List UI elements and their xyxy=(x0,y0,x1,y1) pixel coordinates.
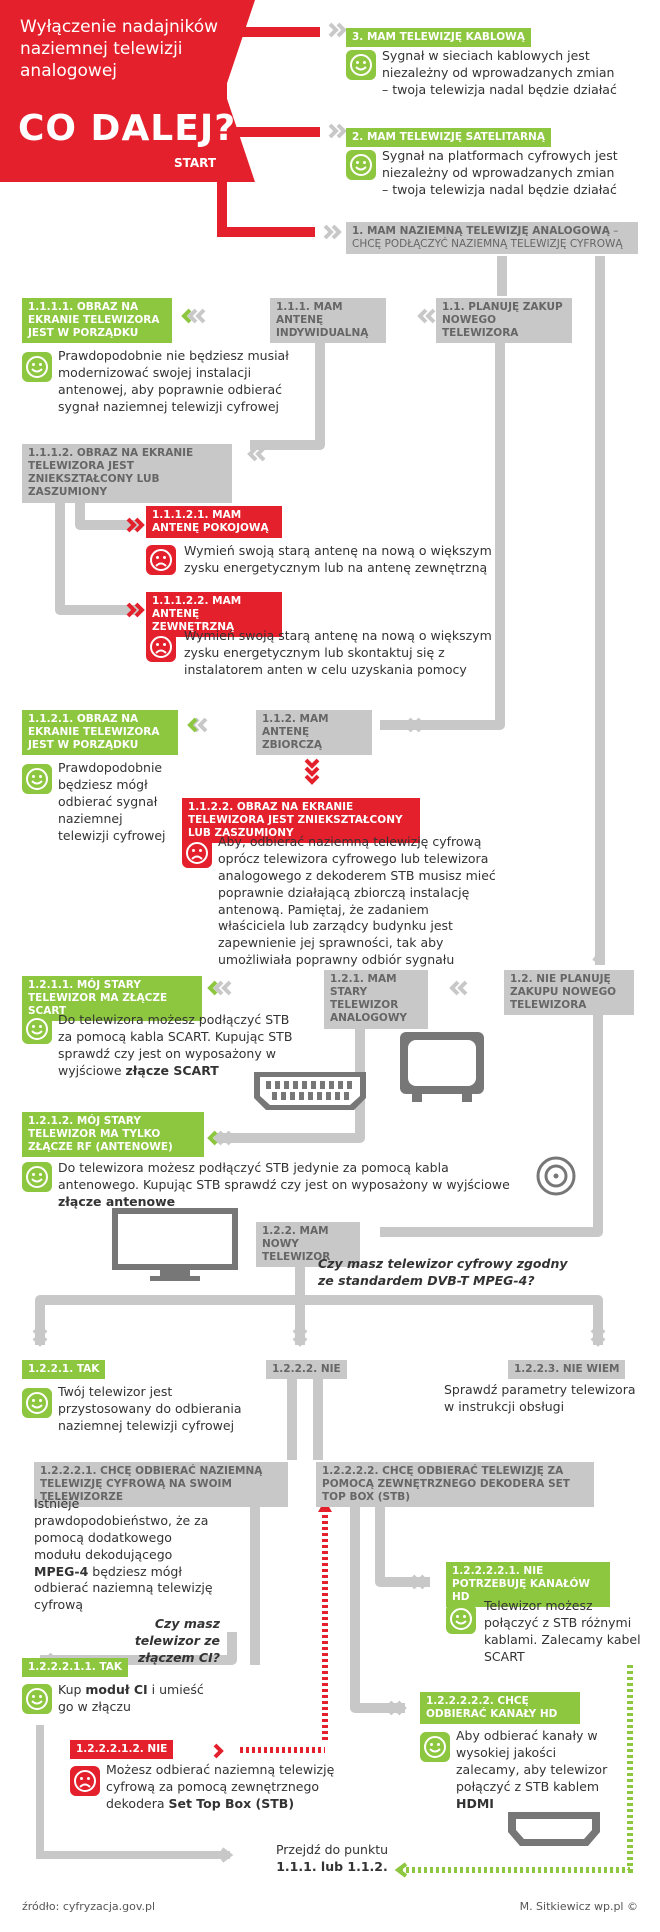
smile-icon xyxy=(22,352,52,382)
node-1-2-2-2-2-2-label: 1.2.2.2.2.2. CHCĘ ODBIERAĆ KANAŁY HD xyxy=(420,1692,580,1725)
node-1-1-2-1-label: 1.1.2.1. OBRAZ NA EKRANIE TELEWIZORA JES… xyxy=(22,710,178,756)
antenna-connector-icon xyxy=(536,1156,576,1196)
node-1-2-2-2-1-text: Istnieje prawdopodobieństwo, że za pomoc… xyxy=(34,1496,220,1614)
goto-text-main: Przejdź do punktu xyxy=(275,1842,389,1857)
node-1-label: 1. MAM NAZIEMNĄ TELEWIZJĘ ANALOGOWĄ – CH… xyxy=(346,222,638,255)
footer-author: M. Sitkiewicz wp.pl © xyxy=(519,1900,638,1913)
node-1-2-2-2-2-2-text: Aby odbierać kanały w wysokiej jakości z… xyxy=(456,1728,616,1812)
node-1-1-1-2-2-text: Wymień swoją starą antenę na nową o więk… xyxy=(184,628,492,677)
smile-icon xyxy=(22,1162,52,1192)
node-1-2-2-2-1-2-text-a: Możesz odbierać naziemną telewizję cyfro… xyxy=(106,1762,335,1811)
node-1-label-cont: – CHCĘ PODŁĄCZYĆ NAZIEMNĄ TELEWIZJĘ CYFR… xyxy=(352,225,623,251)
node-1-2-2-2-2-2-text-main: Aby odbierać kanały w wysokiej jakości z… xyxy=(456,1728,608,1794)
node-1-2-2-2-1-label: 1.2.2.2.1. CHCĘ ODBIERAĆ NAZIEMNĄ TELEWI… xyxy=(34,1462,288,1508)
node-1-2-1-2-text: Do telewizora możesz podłączyć STB jedyn… xyxy=(58,1160,528,1211)
goto-text-bold: 1.1.1. lub 1.1.2. xyxy=(276,1858,388,1874)
node-1-1-1-label: 1.1.1. MAM ANTENĘ INDYWIDUALNĄ xyxy=(270,298,386,344)
node-3-label: 3. MAM TELEWIZJĘ KABLOWĄ xyxy=(346,28,531,48)
sad-icon xyxy=(146,632,176,662)
node-1-2-2-2-2-1-text: Telewizor możesz połączyć z STB różnymi … xyxy=(484,1598,641,1664)
header-start: START xyxy=(174,156,217,170)
node-1-1-2-2-text: Aby, odbierać naziemną telewizję cyfrową… xyxy=(218,834,496,968)
hdmi-connector-icon xyxy=(506,1810,602,1848)
node-1-1-1-1-label: 1.1.1.1. OBRAZ NA EKRANIE TELEWIZORA JES… xyxy=(22,298,172,344)
header-title: Wyłączenie nadajników naziemnej telewizj… xyxy=(20,17,219,82)
smile-icon xyxy=(22,764,52,794)
node-1-2-2-2-1-question: Czy masz telewizor ze złączem CI? xyxy=(134,1616,220,1665)
node-1-2-1-1-text: Do telewizora możesz podłączyć STB za po… xyxy=(58,1012,298,1080)
node-1-2-2-2-1-2-text: Możesz odbierać naziemną telewizję cyfro… xyxy=(106,1762,336,1813)
smile-icon xyxy=(420,1732,450,1762)
footer-source: źródło: cyfryzacja.gov.pl xyxy=(22,1900,156,1913)
node-1-2-2-2-1-1-text-bold: moduł CI xyxy=(85,1682,148,1697)
smile-icon xyxy=(22,1388,52,1418)
question-part-a: Czy masz telewizor cyfrowy zgodny ze xyxy=(318,1256,568,1288)
node-1-2-1-label: 1.2.1. MAM STARY TELEWIZOR ANALOGOWY xyxy=(324,970,428,1029)
smile-icon xyxy=(346,150,376,180)
node-1-1-2-2-label: 1.1.2.2. OBRAZ NA EKRANIE TELEWIZORA JES… xyxy=(182,798,420,844)
question-part-b: standardem DVB-T MPEG-4 xyxy=(338,1272,528,1288)
node-1-1-2-1-text: Prawdopodobnie będziesz mógł odbierać sy… xyxy=(58,760,166,843)
goto-text: Przejdź do punktu 1.1.1. lub 1.1.2. xyxy=(262,1842,402,1876)
node-1-2-2-2-2-1-label: 1.2.2.2.2.1. NIE POTRZEBUJĘ KANAŁÓW HD xyxy=(446,1562,610,1608)
sad-icon xyxy=(182,838,212,868)
node-1-2-2-2-2-label: 1.2.2.2.2. CHCĘ ODBIERAĆ TELEWIZJĘ ZA PO… xyxy=(316,1462,594,1508)
node-2-label: 2. MAM TELEWIZJĘ SATELITARNĄ xyxy=(346,128,551,148)
old-tv-icon xyxy=(398,1030,486,1106)
smile-icon xyxy=(446,1604,476,1634)
node-1-2-2-2-1-1-label: 1.2.2.2.1.1. TAK xyxy=(22,1658,129,1678)
node-1-2-2-2-1-text-a: Istnieje prawdopodobieństwo, że za pomoc… xyxy=(34,1496,209,1562)
scart-connector-icon xyxy=(250,1068,370,1114)
sad-icon xyxy=(146,545,176,575)
node-1-2-1-1-label: 1.2.1.1. MÓJ STARY TELEWIZOR MA ZŁĄCZE S… xyxy=(22,976,202,1022)
node-1-2-2-1-text: Twój telewizor jest przystosowany do odb… xyxy=(58,1384,242,1433)
node-1-2-2-2-1-1-text-a: Kup xyxy=(58,1682,86,1697)
node-1-2-1-2-text-bold: złącze antenowe xyxy=(58,1193,176,1209)
smile-icon xyxy=(22,1684,52,1714)
node-3-text: Sygnał w sieciach kablowych jest niezale… xyxy=(382,48,617,97)
node-1-2-2-2-1-2-label: 1.2.2.2.1.2. NIE xyxy=(70,1740,174,1760)
node-2-text: Sygnał na platformach cyfrowych jest nie… xyxy=(382,148,618,197)
node-1-2-1-2-label: 1.2.1.2. MÓJ STARY TELEWIZOR MA TYLKO ZŁ… xyxy=(22,1112,204,1158)
node-1-1-1-2-1-label: 1.1.1.2.1. MAM ANTENĘ POKOJOWĄ xyxy=(146,506,282,539)
smile-icon xyxy=(346,50,376,80)
node-1-1-2-label: 1.1.2. MAM ANTENĘ ZBIORCZĄ xyxy=(256,710,372,756)
sad-icon xyxy=(70,1766,100,1796)
node-1-1-1-1-text: Prawdopodobnie nie będziesz musiał moder… xyxy=(58,348,289,414)
node-1-2-2-2-1-2-text-bold: Set Top Box (STB) xyxy=(168,1795,295,1811)
smile-icon xyxy=(22,1014,52,1044)
node-1-2-2-label: 1.2.2. MAM NOWY TELEWIZOR xyxy=(256,1222,360,1268)
node-1-2-1-1-text-main: Do telewizora możesz podłączyć STB za po… xyxy=(58,1012,293,1078)
node-1-2-2-2-1-1-text-b: i umieść go w złączu xyxy=(58,1682,204,1714)
header-banner xyxy=(0,0,255,182)
node-1-2-1-1-text-bold: złącze SCART xyxy=(125,1062,219,1078)
node-1-2-2-3-label: 1.2.2.3. NIE WIEM xyxy=(508,1360,626,1380)
node-1-1-1-2-2-label: 1.1.1.2.2. MAM ANTENĘ ZEWNĘTRZNĄ xyxy=(146,592,282,638)
node-1-2-2-1-label: 1.2.2.1. TAK xyxy=(22,1360,106,1380)
node-1-2-2-2-label: 1.2.2.2. NIE xyxy=(266,1360,347,1380)
header-big: CO DALEJ? xyxy=(18,108,237,149)
question-part-c: ? xyxy=(527,1272,535,1288)
node-1-1-1-2-label: 1.1.1.2. OBRAZ NA EKRANIE TELEWIZORA JES… xyxy=(22,444,232,503)
node-1-2-2-2-1-text-b: będziesz mógł odbierać naziemną telewizj… xyxy=(34,1563,213,1613)
node-1-2-1-2-text-main: Do telewizora możesz podłączyć STB jedyn… xyxy=(58,1160,510,1192)
node-1-label-main: 1. MAM NAZIEMNĄ TELEWIZJĘ ANALOGOWĄ xyxy=(352,225,610,237)
node-1-1-label: 1.1. PLANUJĘ ZAKUP NOWEGO TELEWIZORA xyxy=(436,298,572,344)
node-1-2-2-question: Czy masz telewizor cyfrowy zgodny ze sta… xyxy=(318,1256,578,1290)
node-1-2-2-2-1-1-text: Kup moduł CI i umieść go w złączu xyxy=(58,1682,208,1716)
node-1-2-2-2-2-2-text-bold: HDMI xyxy=(456,1795,494,1811)
node-1-2-label: 1.2. NIE PLANUJĘ ZAKUPU NOWEGO TELEWIZOR… xyxy=(504,970,634,1016)
node-1-2-2-2-1-text-bold: MPEG-4 xyxy=(34,1563,89,1579)
node-1-1-1-2-1-text: Wymień swoją starą antenę na nową o więk… xyxy=(184,543,492,575)
new-tv-icon xyxy=(110,1206,240,1284)
node-1-2-2-3-text: Sprawdź parametry telewizora w instrukcj… xyxy=(444,1382,636,1414)
